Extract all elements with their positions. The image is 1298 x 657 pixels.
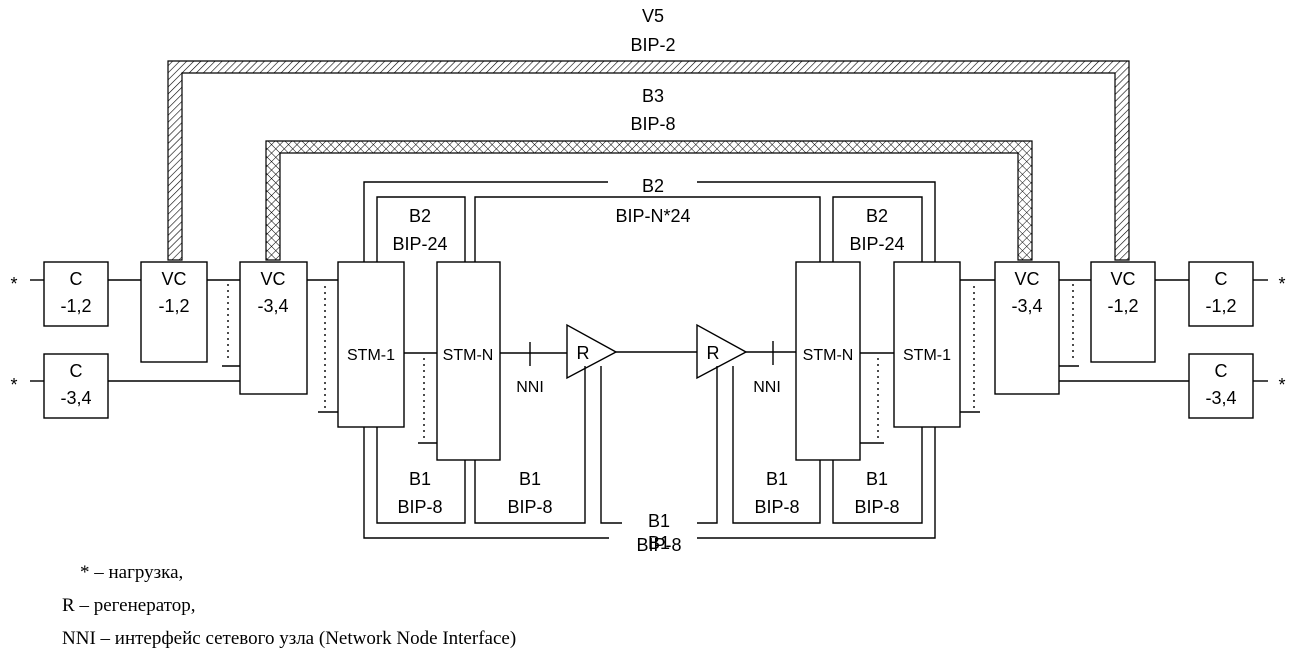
b1-bottom-bip-label: BIP-8 xyxy=(636,535,682,555)
b2-top-bip-label: BIP-N*24 xyxy=(615,206,690,226)
c34-right-code: -3,4 xyxy=(1205,388,1236,408)
b1-rm-label: B1 xyxy=(766,469,788,489)
c34-left-name: C xyxy=(70,361,83,381)
b1-ll-bip-label: BIP-8 xyxy=(397,497,442,517)
b2-n-line xyxy=(474,196,821,262)
vc12-right-code: -1,2 xyxy=(1107,296,1138,316)
stmn-right-block xyxy=(795,261,861,461)
b3-bip-label: BIP-8 xyxy=(630,114,675,134)
nni-left-label: NNI xyxy=(516,379,544,396)
legend-text: – нагрузка, xyxy=(89,562,184,583)
b1-lm-section xyxy=(474,366,586,524)
stmn-left-label: STM-N xyxy=(443,347,494,364)
stmn-right-label: STM-N xyxy=(803,347,854,364)
c12-right-name: C xyxy=(1215,269,1228,289)
vc12-left-block xyxy=(140,261,208,363)
c12-left-block xyxy=(43,261,109,327)
b1-lm-bip-label: BIP-8 xyxy=(507,497,552,517)
vc34-left-block xyxy=(239,261,308,395)
b2-outer-line-right xyxy=(697,181,936,262)
b1-inner-label: B1 xyxy=(648,511,670,531)
vc34-left-name: VC xyxy=(260,269,285,289)
legend-symbol: NNI xyxy=(62,628,96,649)
load-mark-c12-right: * xyxy=(1278,274,1285,294)
regenerator-right xyxy=(696,323,748,380)
sdh-error-monitoring-diagram: V5 BIP-2 B3 BIP-8 B2 BIP-N*24 B2 BIP-24 … xyxy=(10,6,1285,553)
regenerator-left xyxy=(566,323,618,380)
legend-row-load: * – нагрузка, xyxy=(62,556,516,589)
legend-symbol: R xyxy=(62,595,75,616)
c34-left-code: -3,4 xyxy=(60,388,91,408)
vc12-left-name: VC xyxy=(161,269,186,289)
nni-right-label: NNI xyxy=(753,379,781,396)
legend: * – нагрузка, R – регенератор, NNI – инт… xyxy=(62,556,516,655)
load-mark-c12-left: * xyxy=(10,274,17,294)
b1-lm-label: B1 xyxy=(519,469,541,489)
legend-row-regenerator: R – регенератор, xyxy=(62,589,516,622)
b1-rm-section xyxy=(732,366,821,524)
vc34-left-code: -3,4 xyxy=(257,296,288,316)
b1-rr-section xyxy=(832,427,923,524)
b2-top-label: B2 xyxy=(642,176,664,196)
b1-regen-section-right xyxy=(697,366,718,524)
b1-rr-label: B1 xyxy=(866,469,888,489)
legend-row-nni: NNI – интерфейс сетевого узла (Network N… xyxy=(62,622,516,655)
b1-regen-section-left xyxy=(600,366,622,524)
b2-bottom-code-holder: BIP-8 xyxy=(613,534,705,556)
v5-label: V5 xyxy=(642,6,664,26)
b2-right-bip-label: BIP-24 xyxy=(849,234,904,254)
c12-left-name: C xyxy=(70,269,83,289)
v5-path xyxy=(167,60,1130,261)
stm1-left-label: STM-1 xyxy=(347,347,395,364)
c34-left-block xyxy=(43,353,109,419)
b1-outer-line-left xyxy=(363,427,609,539)
c12-left-code: -1,2 xyxy=(60,296,91,316)
vc12-right-block xyxy=(1090,261,1156,363)
b1-rm-bip-label: BIP-8 xyxy=(754,497,799,517)
vc12-right-name: VC xyxy=(1110,269,1135,289)
vc34-right-block xyxy=(994,261,1060,395)
v5-bip-label: BIP-2 xyxy=(630,35,675,55)
legend-symbol: * xyxy=(80,562,90,583)
b3-path xyxy=(265,140,1033,261)
b1-rr-bip-label: BIP-8 xyxy=(854,497,899,517)
c34-right-name: C xyxy=(1215,361,1228,381)
b2-left-bip-label: BIP-24 xyxy=(392,234,447,254)
b1-bottom-label: B1 xyxy=(648,533,670,553)
b2-outer-line xyxy=(363,181,608,262)
c34-right-block xyxy=(1188,353,1254,419)
regenerator-right-label: R xyxy=(707,343,720,363)
stmn-left-block xyxy=(436,261,501,461)
stm1-right-block xyxy=(893,261,961,428)
b2-left-label: B2 xyxy=(409,206,431,226)
stm1-right-label: STM-1 xyxy=(903,347,951,364)
b1-outer-line-right xyxy=(697,427,936,539)
regenerator-left-label: R xyxy=(577,343,590,363)
b1-ll-section xyxy=(376,427,466,524)
vc34-right-name: VC xyxy=(1014,269,1039,289)
b3-label: B3 xyxy=(642,86,664,106)
b2-right-section xyxy=(832,196,923,262)
legend-text: – интерфейс сетевого узла (Network Node … xyxy=(95,628,517,649)
b2-right-label: B2 xyxy=(866,206,888,226)
b2-left-section xyxy=(376,196,466,262)
c12-right-code: -1,2 xyxy=(1205,296,1236,316)
c12-right-block xyxy=(1188,261,1254,327)
legend-text: – регенератор, xyxy=(74,595,196,616)
vc12-left-code: -1,2 xyxy=(158,296,189,316)
load-mark-c34-right: * xyxy=(1278,375,1285,395)
stm1-left-block xyxy=(337,261,405,428)
load-mark-c34-left: * xyxy=(10,375,17,395)
vc34-right-code: -3,4 xyxy=(1011,296,1042,316)
b1-ll-label: B1 xyxy=(409,469,431,489)
